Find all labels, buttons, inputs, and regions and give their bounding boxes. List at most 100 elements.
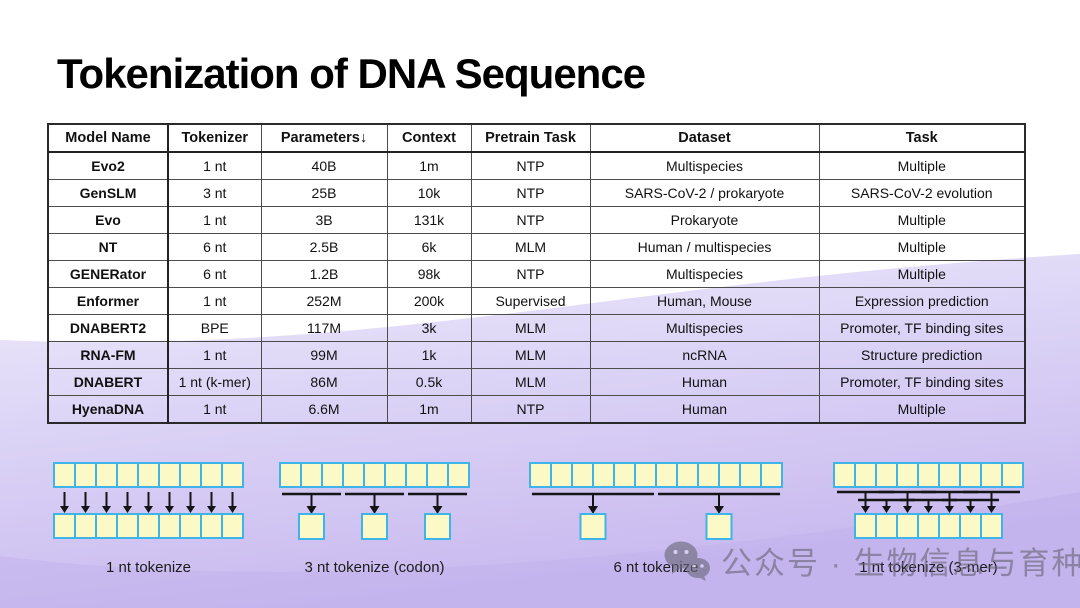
table-cell: 1 nt bbox=[167, 287, 262, 315]
table-cell: Supervised bbox=[470, 287, 591, 315]
input-token-cell bbox=[426, 462, 449, 488]
arrow-down-icon bbox=[432, 506, 443, 514]
arrow-down-icon bbox=[186, 506, 195, 513]
arrow-down-icon bbox=[987, 506, 996, 513]
table-cell: Promoter, TF binding sites bbox=[818, 368, 1026, 396]
table-cell: Human bbox=[589, 368, 820, 396]
input-token-cell bbox=[447, 462, 470, 488]
table-cell: NTP bbox=[470, 206, 591, 234]
table-cell: Evo2 bbox=[47, 151, 169, 180]
table-cell: NTP bbox=[470, 179, 591, 207]
tokenize-diagram-6nt bbox=[529, 462, 783, 540]
table-cell: 252M bbox=[260, 287, 388, 315]
table-cell: MLM bbox=[470, 368, 591, 396]
table-cell: Multispecies bbox=[589, 151, 820, 180]
diagram-label: 6 nt tokenize bbox=[613, 559, 699, 576]
diagram-3nt-tokenize: 3 nt tokenize (codon) bbox=[279, 462, 470, 576]
arrow-down-icon bbox=[924, 506, 933, 513]
arrow-down-icon bbox=[165, 506, 174, 513]
diagram-label: 1 nt tokenize bbox=[105, 559, 192, 576]
table-cell: Multispecies bbox=[589, 260, 820, 288]
table-cell: Evo bbox=[47, 206, 169, 234]
table-cell: Multiple bbox=[818, 233, 1026, 261]
table-cell: 2.5B bbox=[260, 233, 388, 261]
table-cell: 1 nt bbox=[167, 395, 262, 424]
arrow-down-icon bbox=[369, 506, 380, 514]
input-token-cell bbox=[53, 462, 76, 488]
table-cell: 1k bbox=[386, 341, 472, 369]
arrow-down-icon bbox=[306, 506, 317, 514]
input-token-cell bbox=[137, 462, 160, 488]
arrow-down-icon bbox=[60, 506, 69, 513]
output-token-cell bbox=[896, 513, 919, 539]
diagram-1nt-tokenize: 1 nt tokenize bbox=[53, 462, 244, 576]
table-cell: 0.5k bbox=[386, 368, 472, 396]
table-cell: SARS-CoV-2 / prokaryote bbox=[589, 179, 820, 207]
table-cell: 1 nt bbox=[167, 151, 262, 180]
table-cell: GenSLM bbox=[47, 179, 169, 207]
table-cell: HyenaDNA bbox=[47, 395, 169, 424]
table-cell: Human bbox=[589, 395, 820, 424]
table-cell: 25B bbox=[260, 179, 388, 207]
output-token-cell bbox=[74, 513, 97, 539]
table-cell: NTP bbox=[470, 151, 591, 180]
table-cell: 6k bbox=[386, 233, 472, 261]
input-token-cell bbox=[959, 462, 982, 488]
table-cell: ncRNA bbox=[589, 341, 820, 369]
arrow-down-icon bbox=[966, 506, 975, 513]
diagram-3mer-tokenize: 1 nt tokenize (3-mer) bbox=[833, 462, 1024, 576]
arrow-down-icon bbox=[123, 506, 132, 513]
input-token-cell bbox=[1001, 462, 1024, 488]
input-token-cell bbox=[718, 462, 741, 488]
table-cell: 98k bbox=[386, 260, 472, 288]
arrow-down-icon bbox=[81, 506, 90, 513]
input-token-cell bbox=[384, 462, 407, 488]
arrow-down-icon bbox=[228, 506, 237, 513]
table-cell: 1 nt bbox=[167, 341, 262, 369]
table-header-cell: Task bbox=[818, 123, 1026, 153]
input-token-cell bbox=[613, 462, 636, 488]
input-token-cell bbox=[550, 462, 573, 488]
table-cell: DNABERT2 bbox=[47, 314, 169, 342]
table-cell: 40B bbox=[260, 151, 388, 180]
table-header-cell: Model Name bbox=[47, 123, 169, 153]
arrow-down-icon bbox=[945, 506, 954, 513]
table-cell: RNA-FM bbox=[47, 341, 169, 369]
output-token-cell bbox=[221, 513, 244, 539]
table-cell: DNABERT bbox=[47, 368, 169, 396]
output-token-cell bbox=[705, 513, 733, 540]
table-cell: Enformer bbox=[47, 287, 169, 315]
input-token-cell bbox=[854, 462, 877, 488]
table-cell: NTP bbox=[470, 260, 591, 288]
table-header-cell: Context bbox=[386, 123, 472, 153]
input-token-cell bbox=[221, 462, 244, 488]
input-token-cell bbox=[760, 462, 783, 488]
diagram-label: 3 nt tokenize (codon) bbox=[304, 559, 445, 576]
table-cell: Prokaryote bbox=[589, 206, 820, 234]
table-cell: Multispecies bbox=[589, 314, 820, 342]
input-token-cell bbox=[697, 462, 720, 488]
input-token-cell bbox=[342, 462, 365, 488]
arrow-down-icon bbox=[102, 506, 111, 513]
output-token-cell bbox=[53, 513, 76, 539]
output-token-cell bbox=[424, 513, 451, 540]
table-cell: 3B bbox=[260, 206, 388, 234]
input-token-cell bbox=[917, 462, 940, 488]
output-token-cell bbox=[854, 513, 877, 539]
table-cell: GENERator bbox=[47, 260, 169, 288]
input-token-cell bbox=[95, 462, 118, 488]
input-token-cell bbox=[321, 462, 344, 488]
table-cell: 86M bbox=[260, 368, 388, 396]
input-token-cell bbox=[158, 462, 181, 488]
input-token-cell bbox=[592, 462, 615, 488]
diagram-6nt-tokenize: 6 nt tokenize bbox=[529, 462, 783, 576]
table-cell: 1m bbox=[386, 151, 472, 180]
